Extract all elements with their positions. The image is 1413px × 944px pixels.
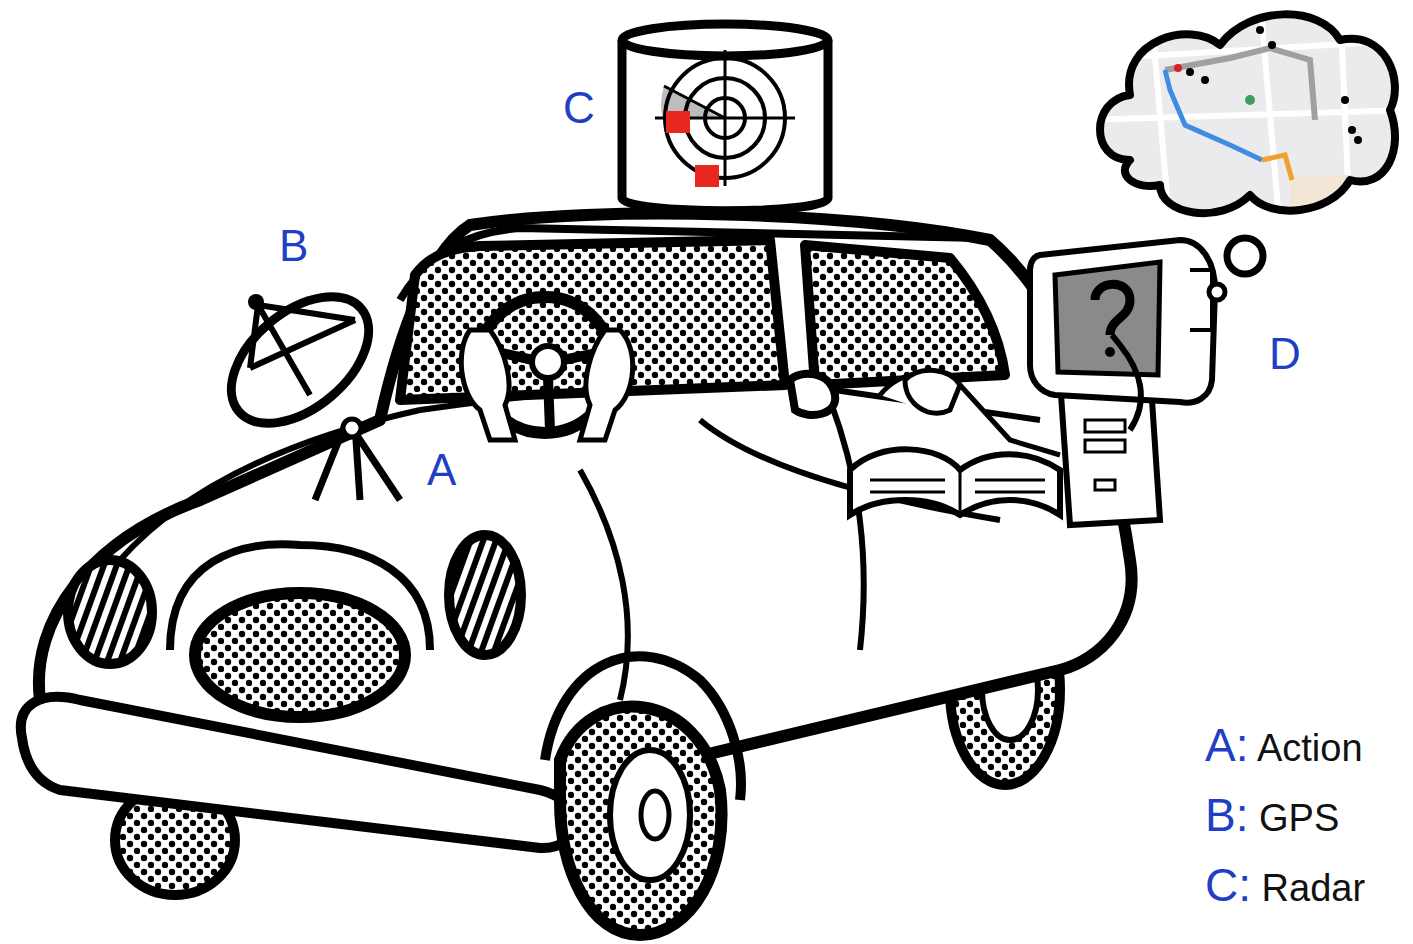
fender	[545, 656, 741, 800]
headlight	[68, 560, 152, 664]
front-bumper	[21, 697, 574, 848]
side-window	[805, 245, 1005, 385]
thought-cloud	[1080, 0, 1413, 230]
legend-entry: A: Action	[1205, 718, 1363, 773]
thought-bubble	[1227, 238, 1263, 274]
computer-character	[850, 240, 1215, 525]
mirror	[790, 374, 835, 415]
hands	[461, 330, 632, 440]
radar-unit	[622, 24, 828, 211]
headlight	[449, 535, 521, 655]
legend-entry: C: Radar	[1205, 858, 1365, 913]
car-body	[39, 214, 1132, 800]
callout-letter: A	[424, 446, 459, 494]
grille	[195, 593, 405, 717]
thought-bubble	[1209, 284, 1225, 300]
front-wheel	[560, 707, 722, 935]
legend-entry: B: GPS	[1205, 788, 1339, 843]
callout-letter: D	[1266, 330, 1304, 378]
route-map	[1080, 0, 1413, 230]
callout-letter: C	[560, 84, 598, 132]
grille-surround	[170, 544, 430, 650]
callout-letter: B	[276, 222, 311, 270]
gps-dish	[208, 272, 400, 500]
